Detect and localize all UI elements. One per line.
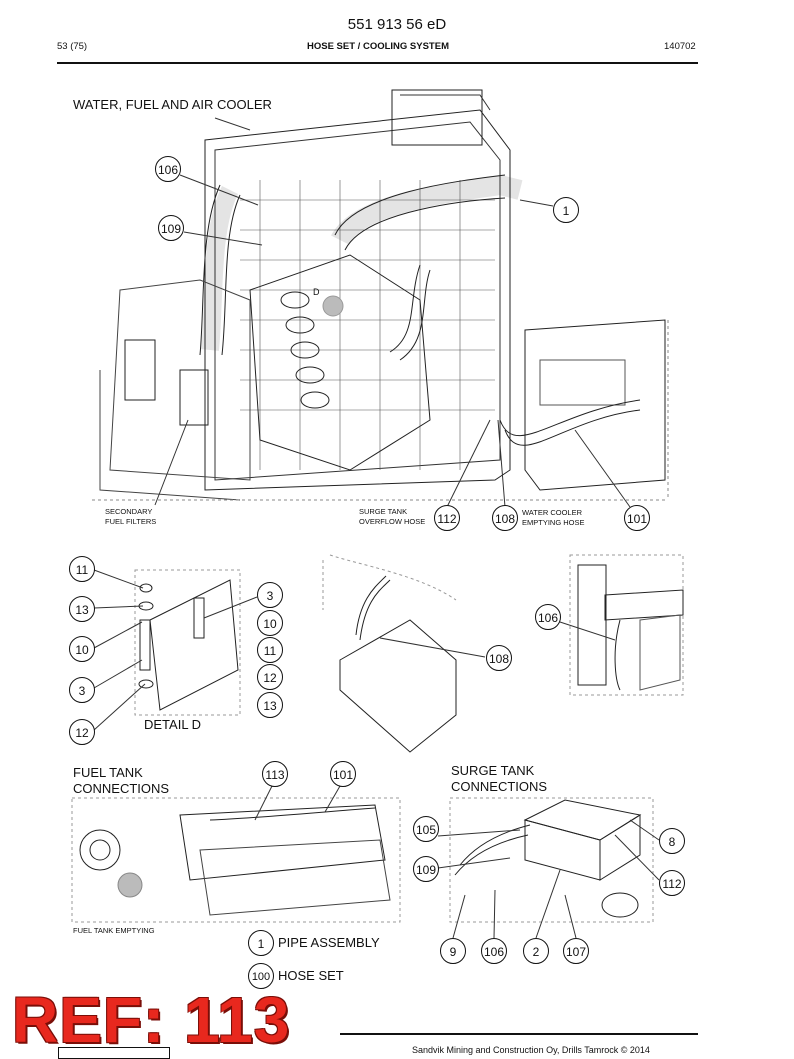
detail-d-drawing bbox=[93, 569, 258, 731]
fuel-tank-emptying-label: FUEL TANK EMPTYING bbox=[73, 926, 155, 935]
header-date: 140702 bbox=[664, 41, 696, 52]
footer-copyright: Sandvik Mining and Construction Oy, Dril… bbox=[412, 1045, 650, 1055]
fuel-tank-drawing bbox=[71, 785, 401, 923]
callout-1: 1 bbox=[553, 197, 579, 223]
right-detail-drawing bbox=[559, 554, 684, 696]
callout-10: 10 bbox=[257, 610, 283, 636]
callout-106: 106 bbox=[535, 604, 561, 630]
callout-8: 8 bbox=[659, 828, 685, 854]
secondary-fuel-filters-label: SECONDARY FUEL FILTERS bbox=[105, 507, 157, 526]
header-rule bbox=[57, 62, 698, 64]
document-number: 551 913 56 eD bbox=[347, 16, 447, 33]
legend-callout-1: 1 bbox=[248, 930, 274, 956]
fuel-tank-connections-label: FUEL TANK CONNECTIONS bbox=[73, 765, 170, 796]
callout-101: 101 bbox=[624, 505, 650, 531]
callout-105: 105 bbox=[413, 816, 439, 842]
footer-rule bbox=[340, 1033, 698, 1035]
detail-marker: D bbox=[313, 287, 320, 297]
page-number: 53 (75) bbox=[57, 41, 88, 52]
callout-108: 108 bbox=[492, 505, 518, 531]
legend-hose-set: HOSE SET bbox=[278, 968, 344, 983]
callout-2: 2 bbox=[523, 938, 549, 964]
callout-3: 3 bbox=[69, 677, 95, 703]
surge-tank-drawing bbox=[437, 797, 660, 939]
detail-d-label: DETAIL D bbox=[144, 717, 202, 732]
callout-12: 12 bbox=[69, 719, 95, 745]
callout-13: 13 bbox=[69, 596, 95, 622]
water-cooler-emptying-label: WATER COOLER EMPTYING HOSE bbox=[522, 508, 585, 527]
section-title: HOSE SET / COOLING SYSTEM bbox=[307, 41, 449, 52]
callout-106: 106 bbox=[155, 156, 181, 182]
callout-13: 13 bbox=[257, 692, 283, 718]
callout-101: 101 bbox=[330, 761, 356, 787]
callout-9: 9 bbox=[440, 938, 466, 964]
callout-11: 11 bbox=[257, 637, 283, 663]
legend-callout-100: 100 bbox=[248, 963, 274, 989]
surge-tank-connections-label: SURGE TANK CONNECTIONS bbox=[451, 763, 548, 794]
main-view-title: WATER, FUEL AND AIR COOLER bbox=[73, 97, 272, 112]
callout-106: 106 bbox=[481, 938, 507, 964]
legend-pipe-assembly: PIPE ASSEMBLY bbox=[278, 935, 380, 950]
reference-stamp: REF: 113 bbox=[12, 984, 291, 1056]
callout-109: 109 bbox=[158, 215, 184, 241]
main-view-drawing bbox=[92, 89, 669, 508]
callout-12: 12 bbox=[257, 664, 283, 690]
callout-113: 113 bbox=[262, 761, 288, 787]
callout-3: 3 bbox=[257, 582, 283, 608]
callout-10: 10 bbox=[69, 636, 95, 662]
surge-tank-overflow-label: SURGE TANK OVERFLOW HOSE bbox=[359, 507, 426, 526]
callout-107: 107 bbox=[563, 938, 589, 964]
callout-108: 108 bbox=[486, 645, 512, 671]
callout-112: 112 bbox=[434, 505, 460, 531]
callout-11: 11 bbox=[69, 556, 95, 582]
callout-109: 109 bbox=[413, 856, 439, 882]
center-detail-drawing bbox=[322, 554, 486, 753]
callout-112: 112 bbox=[659, 870, 685, 896]
